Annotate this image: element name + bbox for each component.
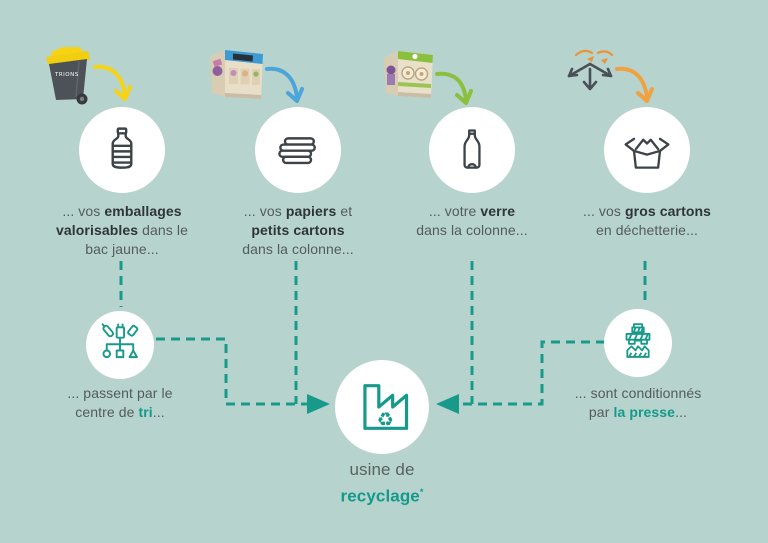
caption-colonne-papiers: ... vos papiers et petits cartons dans l… — [208, 202, 388, 259]
caption-line: ... passent par le — [67, 385, 173, 401]
caption-line: valorisables dans le — [56, 222, 188, 238]
caption-line: en déchetterie... — [595, 222, 699, 238]
yellow-lid-bin-graphic: TRIONS — [46, 47, 90, 105]
caption-line: ... votre verre — [428, 203, 516, 219]
caption-line: recyclage* — [340, 486, 424, 506]
usine-bubble: ♻ — [335, 360, 429, 454]
footnote-mark: * — [419, 487, 424, 497]
glass-bottle-icon — [463, 129, 481, 169]
caption-line: dans la colonne... — [242, 241, 354, 257]
arrowhead-left-icon — [307, 394, 330, 414]
caption-line: ... vos emballages — [62, 203, 182, 219]
bac-jaune-bubble — [79, 107, 165, 193]
press-icon — [625, 323, 651, 358]
glass-collection-column-graphic — [384, 51, 433, 98]
caption-line: dans la colonne... — [416, 222, 528, 238]
colonne-papiers-bubble — [255, 107, 341, 193]
caption-dechetterie: ... vos gros cartons en déchetterie... — [557, 202, 737, 240]
colonne-verre-bubble — [429, 107, 515, 193]
recycling-plant-icon: ♻ — [363, 384, 409, 431]
presse-bubble — [604, 309, 672, 377]
paper-collection-column-graphic — [210, 50, 263, 99]
arrowhead-right-icon — [436, 394, 459, 414]
caption-colonne-verre: ... votre verre dans la colonne... — [382, 202, 562, 240]
flow-arrow-orange-icon — [615, 66, 654, 103]
caption-centre-de-tri: ... passent par le centre de tri... — [30, 384, 210, 422]
flow-arrow-yellow-icon — [93, 64, 132, 101]
caption-usine: usine de recyclage* — [292, 458, 472, 508]
caption-line: bac jaune... — [85, 241, 159, 257]
flow-arrow-blue-icon — [265, 66, 304, 103]
dechetterie-bubble — [604, 107, 690, 193]
centre-de-tri-bubble — [86, 311, 154, 379]
caption-bac-jaune: ... vos emballages valorisables dans le … — [32, 202, 212, 259]
recycle-symbol-icon: ♻ — [377, 408, 394, 431]
flow-arrow-green-icon — [435, 71, 473, 105]
caption-line: ... sont conditionnés — [574, 385, 702, 401]
caption-line: ... vos papiers et — [243, 203, 353, 219]
cardboard-box-icon — [624, 137, 670, 169]
caption-line: ... vos gros cartons — [582, 203, 712, 219]
caption-line: centre de tri... — [75, 404, 165, 420]
caption-line: petits cartons — [251, 222, 345, 238]
svg-text:TRIONS: TRIONS — [54, 72, 79, 78]
caption-line: par la presse... — [588, 404, 688, 420]
plastic-bottle-icon — [111, 127, 133, 169]
caption-presse: ... sont conditionnés par la presse... — [548, 384, 728, 422]
dechetterie-sign-graphic — [567, 49, 614, 91]
sorting-icon — [101, 323, 139, 359]
paper-stack-icon — [278, 137, 316, 165]
caption-line: usine de — [349, 460, 415, 479]
